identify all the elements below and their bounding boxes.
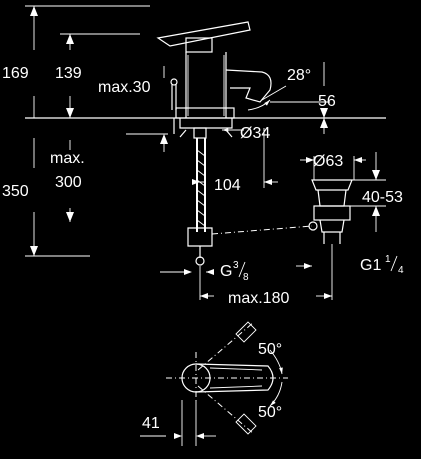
left-dimensions — [25, 5, 168, 257]
right-dimensions — [160, 62, 386, 300]
dim-range-40-53: 40-53 — [362, 189, 403, 206]
faucet-top-view — [140, 321, 288, 446]
dim-104: 104 — [214, 177, 241, 194]
dim-angle28: 28° — [287, 67, 311, 84]
dim-max-label: max. — [50, 150, 85, 167]
base-collar — [175, 107, 235, 119]
dim-angle50-bottom: 50° — [258, 404, 282, 421]
thread-g3-8-num: 3 — [233, 260, 239, 271]
dim-139: 139 — [55, 65, 82, 82]
spout — [225, 69, 272, 103]
thread-g3-8: G 3 8 — [220, 260, 249, 283]
thread-g1-1-4-num: 1 — [385, 254, 391, 265]
faucet-side-view — [156, 21, 272, 119]
dim-41: 41 — [142, 415, 160, 432]
popup-waste — [308, 179, 353, 244]
dim-169: 169 — [2, 65, 29, 82]
lever-hub — [185, 37, 213, 53]
thread-g1-1-4: G1 1 4 — [360, 254, 404, 276]
dim-max180: max.180 — [228, 290, 289, 307]
linkage-rod — [211, 225, 313, 235]
dim-max-value: 300 — [55, 174, 82, 191]
supply-hose — [196, 138, 206, 232]
dim-d63: Ø63 — [313, 153, 343, 170]
popup-rod — [171, 84, 177, 110]
lever-handle — [156, 21, 251, 47]
dim-350: 350 — [2, 183, 29, 200]
thread-g1-1-4-base: G1 — [360, 257, 381, 274]
thread-g3-8-den: 8 — [243, 272, 249, 283]
thread-g1-1-4-den: 4 — [398, 265, 404, 276]
angle-valve — [187, 227, 213, 247]
faucet-body — [185, 52, 227, 118]
dim-56: 56 — [318, 93, 336, 110]
dim-angle50-top: 50° — [258, 341, 282, 358]
thread-g3-8-base: G — [220, 263, 232, 280]
underside-fixing — [173, 118, 313, 266]
dim-d34: Ø34 — [240, 125, 270, 142]
dim-max30: max.30 — [98, 79, 151, 96]
